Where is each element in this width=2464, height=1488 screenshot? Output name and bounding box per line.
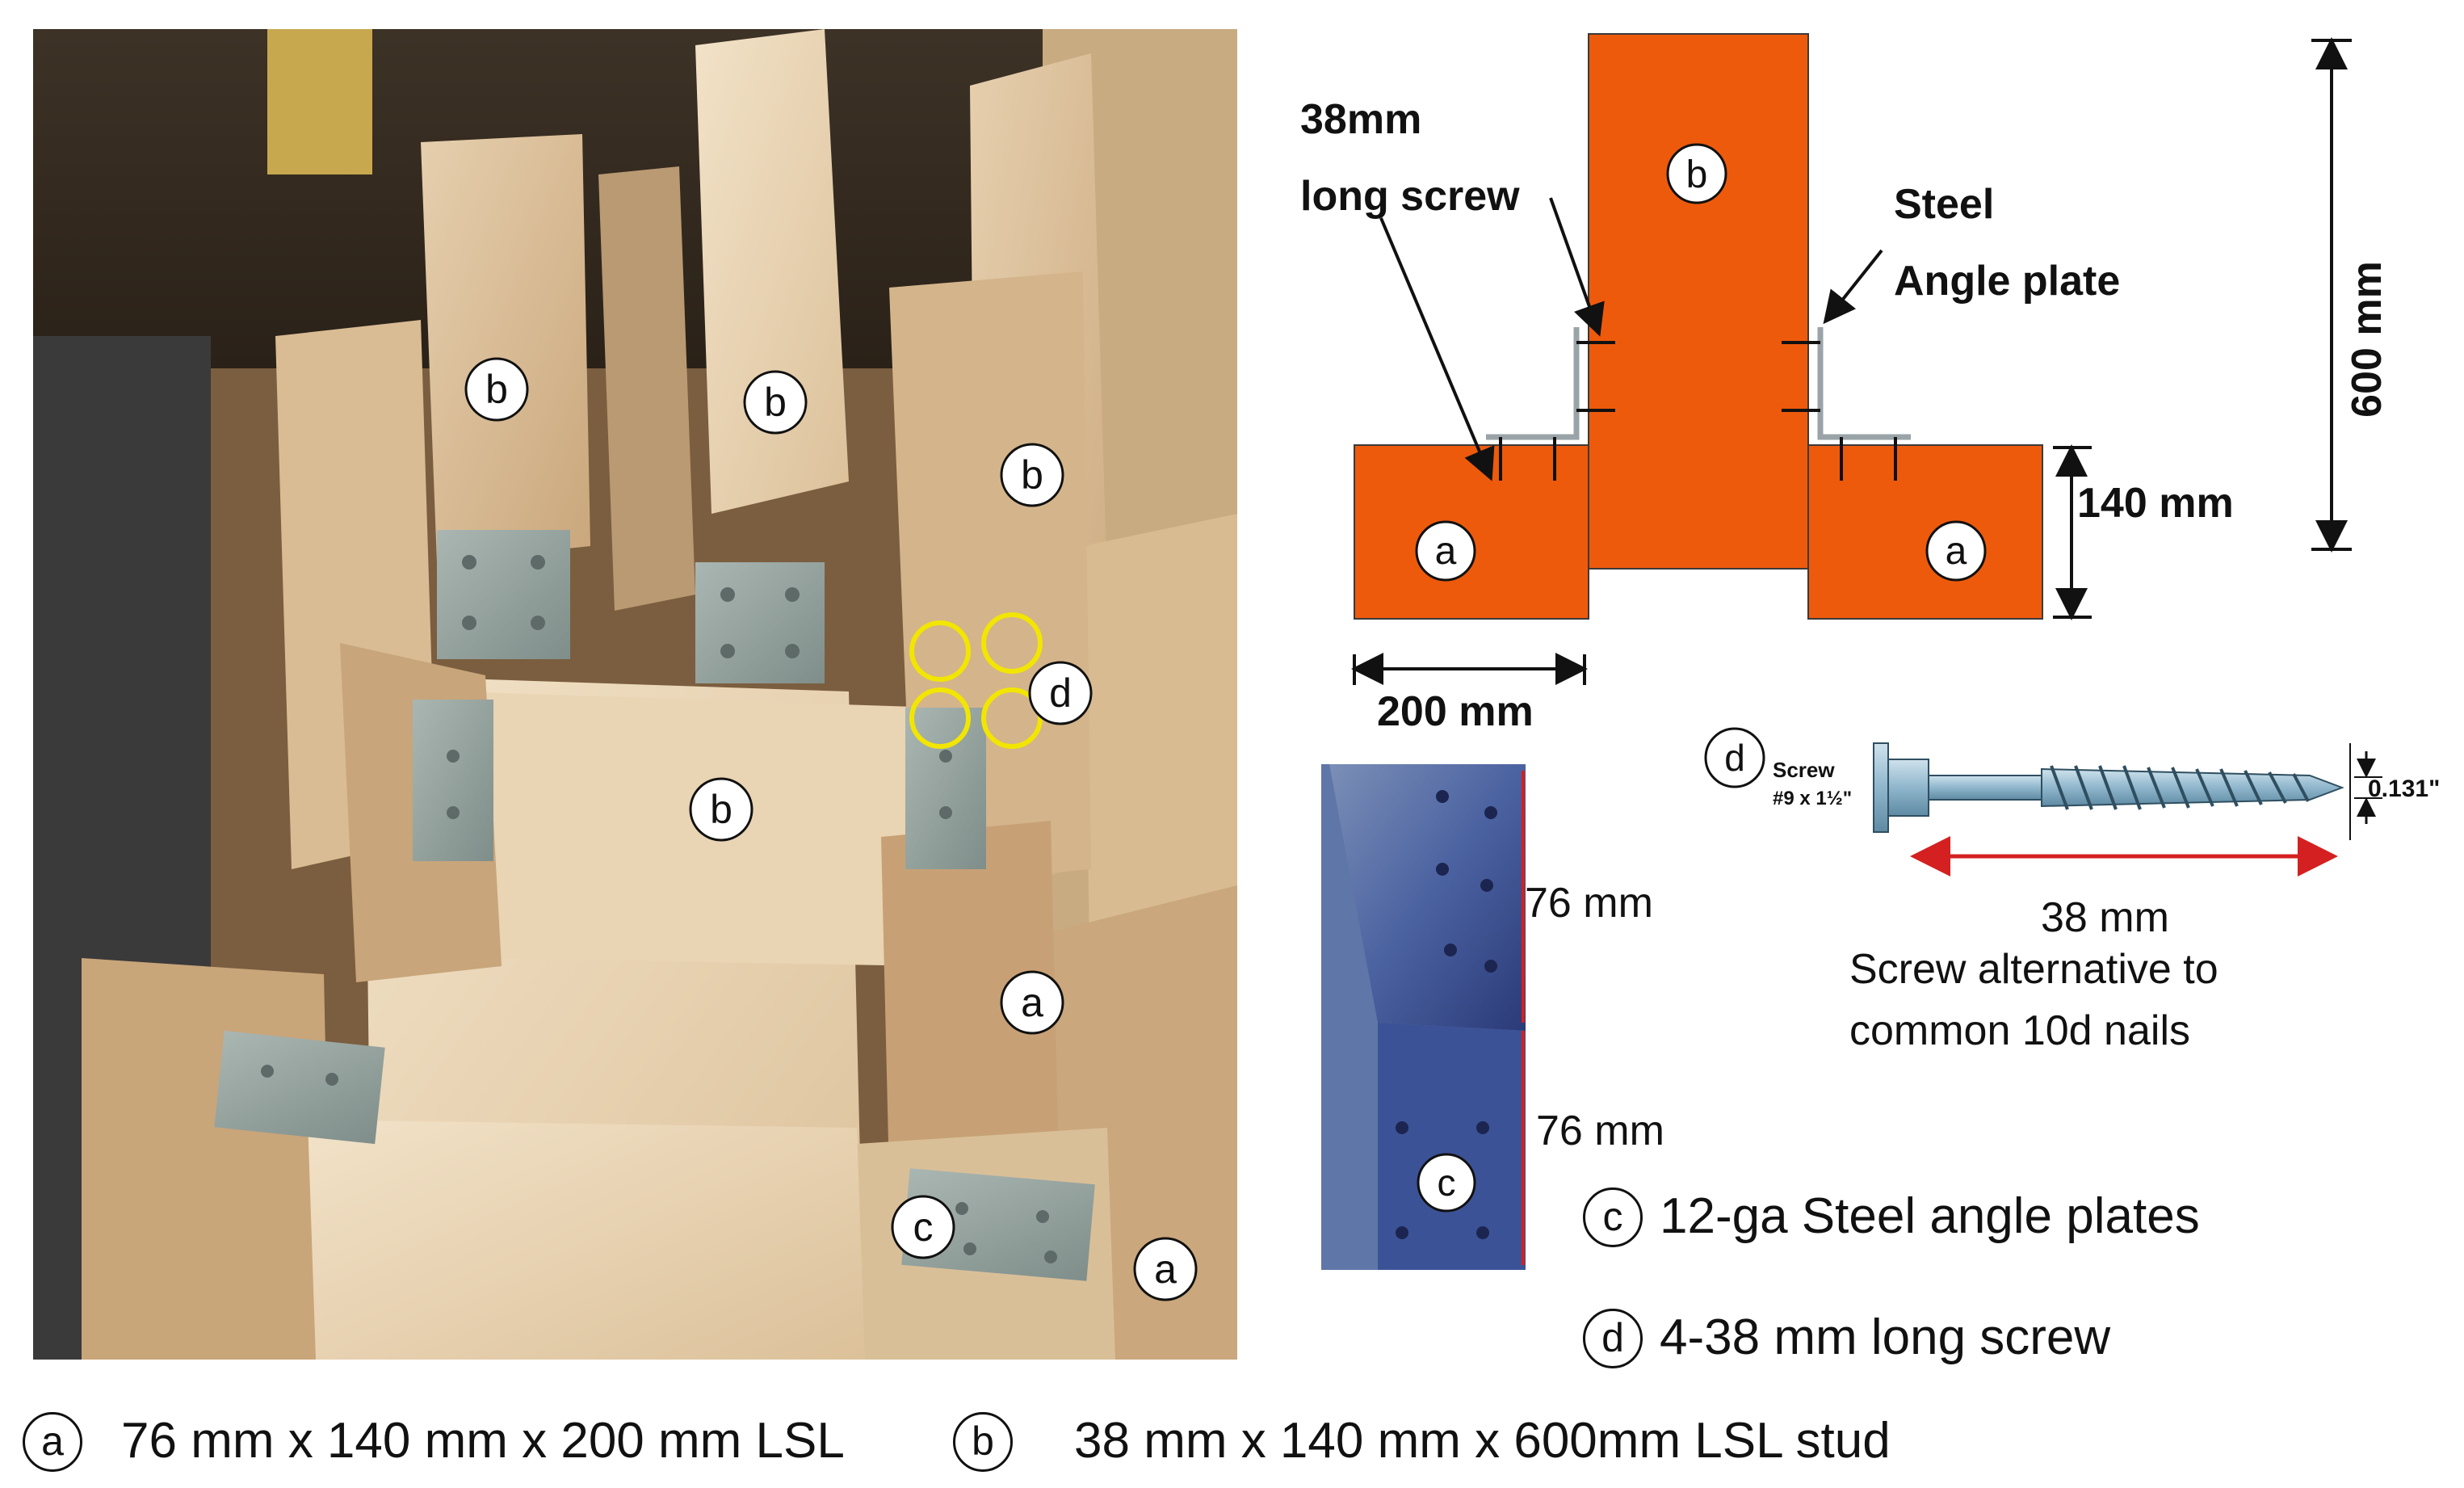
dim-block-height-label: 140 mm	[2077, 480, 2234, 527]
block-a-right-shape	[1807, 444, 2043, 620]
photo-tag-circle	[1133, 1237, 1198, 1301]
photo-tag-circle	[1000, 970, 1064, 1035]
screw-tag: d	[1724, 737, 1745, 779]
photo-tag-label: c	[913, 1204, 934, 1250]
block-tag-left: a	[1435, 530, 1457, 573]
plate-dim-lower: 76 mm	[1536, 1108, 1664, 1154]
screw-note-line1: Screw alternative to	[1849, 946, 2218, 993]
photo-tag-label: b	[710, 787, 732, 832]
screw-name-line1: Screw	[1773, 758, 1835, 782]
legend-b-text: 38 mm x 140 mm x 600mm LSL stud	[1074, 1413, 1891, 1469]
photo-tag-circle	[1000, 443, 1064, 507]
photo-tag-circle	[891, 1195, 955, 1259]
screw-name-line2: #9 x 1½"	[1773, 788, 1852, 809]
stud-b-shape	[1588, 33, 1809, 570]
photo-tag-circle	[689, 777, 753, 842]
block-tag-right: a	[1946, 530, 1967, 573]
screw-callout-line1: 38mm	[1300, 96, 1421, 143]
screw-callout-line2: long screw	[1300, 173, 1520, 220]
screw-diameter: 0.131"	[2368, 776, 2440, 802]
legend-c-text: 12-ga Steel angle plates	[1660, 1188, 2200, 1244]
dim-height-label: 600 mm	[2344, 261, 2391, 418]
legend-d-tag: d	[1583, 1309, 1643, 1368]
photo-tag-label: a	[1021, 980, 1043, 1025]
legend-c-tag: c	[1583, 1187, 1643, 1247]
photo-tag-label: b	[764, 380, 787, 425]
photo-tag-label: d	[1049, 670, 1072, 716]
legend-b-tag: b	[953, 1412, 1013, 1472]
dim-block-width-label: 200 mm	[1377, 688, 1534, 735]
screw-length-label: 38 mm	[2041, 894, 2169, 941]
connection-schematic: b a a 38mm long screw Steel Angle plate …	[1292, 16, 2464, 743]
photo-tag-circle	[1028, 661, 1093, 725]
screw-highlight-circles	[909, 612, 1043, 749]
photo-tag-circle	[464, 357, 529, 422]
photo-tags: b b b b a a c d	[464, 357, 1198, 1301]
plate-photo-tag: c	[1438, 1162, 1456, 1204]
stud-tag: b	[1686, 153, 1708, 196]
plate-dim-upper: 76 mm	[1525, 880, 1653, 927]
photo-tag-label: b	[485, 367, 508, 412]
legend-d-text: 4-38 mm long screw	[1660, 1309, 2111, 1365]
screw-detail: 0.131" d Screw #9 x 1½"	[1688, 719, 2447, 913]
photo-tag-label: a	[1154, 1246, 1177, 1292]
legend-a-text: 76 mm x 140 mm x 200 mm LSL	[121, 1413, 845, 1469]
photo-tag-circle	[743, 370, 808, 435]
plate-callout-line2: Angle plate	[1894, 258, 2120, 305]
screw-note-line2: common 10d nails	[1849, 1007, 2190, 1054]
specimen-photo: b b b b a a c d	[33, 29, 1237, 1360]
plate-callout-line1: Steel	[1894, 181, 1994, 228]
legend-a-tag: a	[23, 1412, 82, 1472]
angle-plate-photo: c	[1321, 764, 1526, 1270]
photo-tag-label: b	[1021, 452, 1043, 498]
